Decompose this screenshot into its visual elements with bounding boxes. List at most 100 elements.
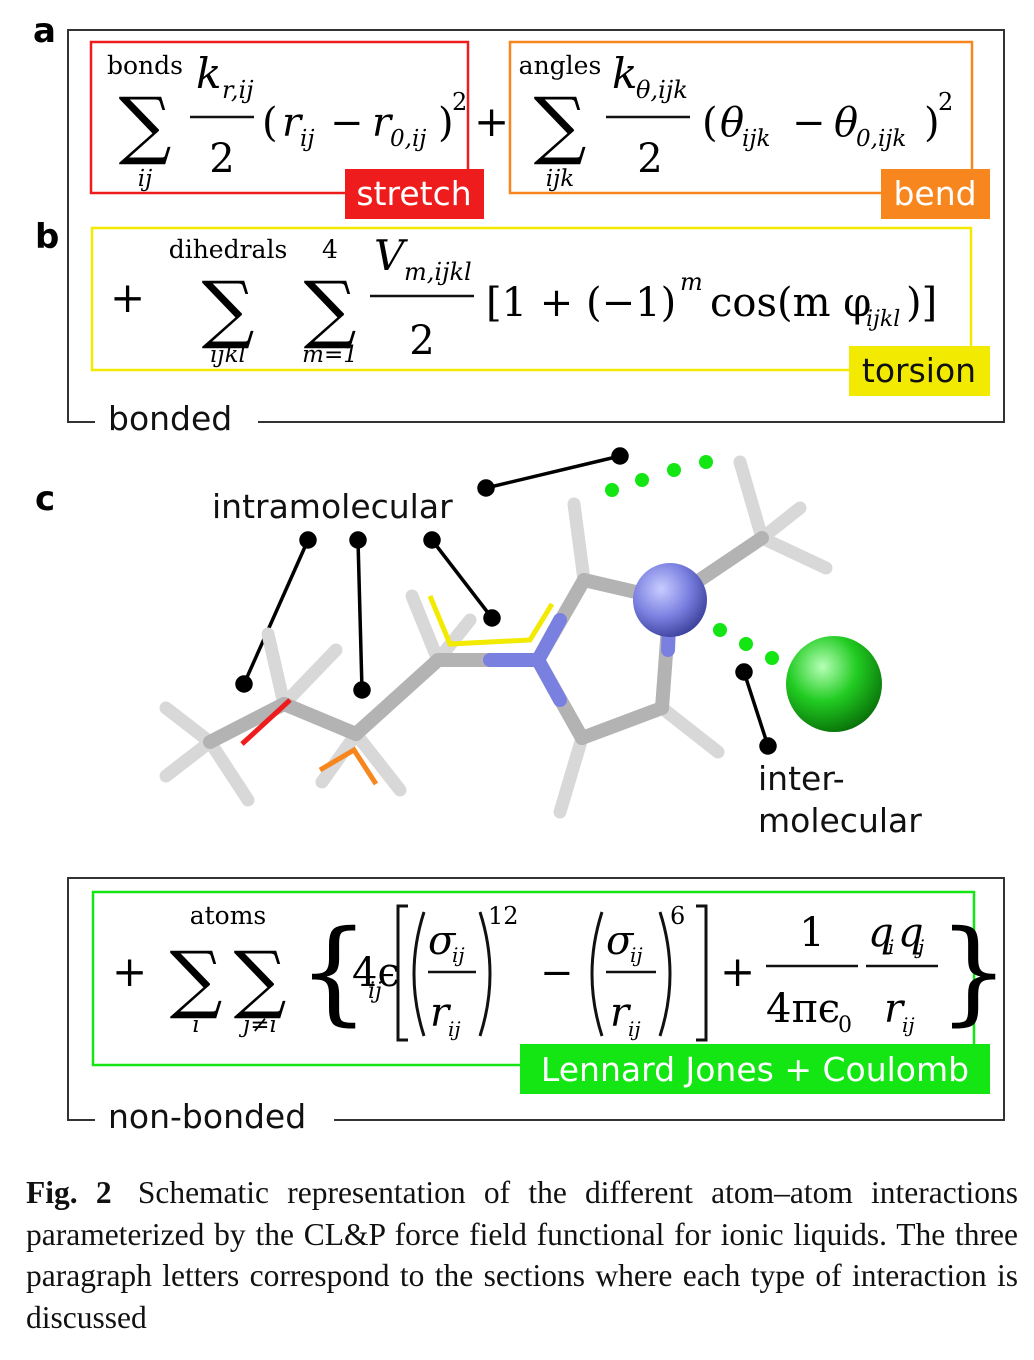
bonded-label: bonded (108, 399, 232, 438)
stretch-sum-top: bonds (107, 51, 183, 80)
panel-letter-c: c (35, 479, 55, 519)
epsilon0-sub: 0 (838, 1013, 852, 1038)
stretch-term: stretch bonds ∑ ij k r,ij 2 ( r ij − r 0… (89, 40, 484, 219)
q-i-sub: i (888, 935, 894, 959)
power-12: 12 (488, 902, 519, 930)
power-6: 6 (670, 902, 685, 930)
nitrogen-atom (633, 563, 707, 637)
stretch-k: k (196, 49, 221, 98)
bend-power: 2 (938, 88, 953, 116)
bend-theta: θ (720, 100, 744, 146)
left-brace: { (298, 907, 369, 1037)
lj-coulomb-tag (520, 1044, 990, 1094)
torsion-sum1-bottom: ijkl (210, 342, 246, 368)
intermolecular-label-line2: molecular (758, 801, 922, 840)
bend-k-sub: θ,ijk (636, 76, 688, 104)
stretch-box (89, 40, 470, 195)
torsion-V: V (374, 231, 408, 280)
right-brace: } (938, 907, 1009, 1037)
torsion-sum2-bottom: m=1 (302, 342, 358, 368)
sigma-b-sub: ij (630, 943, 643, 967)
torsion-sum2-sign: ∑ (304, 266, 357, 352)
torsion-phi-sub: ijkl (866, 307, 900, 332)
stretch-r-sub: ij (300, 126, 315, 152)
nonbonded-sum1-bottom: i (192, 1012, 199, 1038)
panel-letter-b: b (35, 217, 59, 257)
r-b-sub: ij (628, 1017, 641, 1041)
svg-text:): ) (924, 100, 940, 146)
caption-text: Schematic representation of the differen… (26, 1175, 1018, 1335)
bend-box (508, 40, 974, 195)
nonbonded-sum2-bottom: j≠i (238, 1012, 277, 1038)
stretch-r: r (282, 100, 304, 146)
bend-k: k (612, 49, 637, 98)
bend-sum-sign: ∑ (534, 82, 587, 168)
bend-theta-sub: ijk (742, 126, 770, 152)
svg-text:): ) (438, 100, 454, 146)
stretch-r0-sub: 0,ij (390, 126, 426, 152)
chloride-atom (786, 636, 882, 732)
nonbonded-frame: non-bonded (67, 877, 1005, 1136)
q-j-sub: j (914, 935, 924, 959)
four-pi-epsilon: 4πϵ (766, 986, 840, 1032)
nonbonded-sum1-sign: ∑ (170, 936, 223, 1022)
stretch-k-sub: r,ij (222, 76, 254, 104)
bend-tag-label: bend (893, 174, 976, 213)
torsion-sum1-top: dihedrals (169, 235, 288, 264)
coulomb-r-sub: ij (902, 1013, 915, 1037)
four-epsilon: 4ϵ (352, 950, 400, 996)
epsilon-sub: ij (368, 979, 382, 1004)
bend-tag (881, 169, 990, 219)
torsion-denominator: 2 (409, 318, 434, 364)
pointer-lines (235, 447, 777, 755)
nonbonded-dots (605, 455, 779, 665)
torsion-highlight (427, 595, 555, 647)
torsion-sum2-top: 4 (322, 235, 338, 264)
torsion-close: )] (906, 280, 937, 326)
stretch-r0: r (372, 100, 394, 146)
svg-text:(: ( (262, 100, 278, 146)
bend-denominator: 2 (637, 136, 662, 182)
molecule-illustration: intramolecular inter- molecular (159, 447, 922, 840)
coulomb-one: 1 (799, 910, 824, 956)
bend-theta0: θ (834, 100, 858, 146)
stretch-highlight (240, 698, 292, 746)
bend-sum-bottom: ijk (546, 166, 574, 192)
torsion-m-power: m (680, 268, 703, 296)
nonbonded-sum-top: atoms (190, 901, 267, 930)
caption-fig-label: Fig. 2 (26, 1175, 112, 1210)
q-j: q (898, 910, 924, 956)
lj-coulomb-term: Lennard Jones + Coulomb + atoms ∑ ∑ i j≠… (91, 890, 1009, 1094)
nonbonded-label: non-bonded (108, 1097, 306, 1136)
torsion-tag (849, 346, 990, 396)
svg-text:−: − (792, 100, 826, 146)
bend-term: bend angles ∑ ijk k θ,ijk 2 ( θ ijk − θ … (508, 40, 990, 219)
r-a-sub: ij (448, 1017, 461, 1041)
svg-text:(: ( (702, 100, 718, 146)
lj-coulomb-tag-label: Lennard Jones + Coulomb (541, 1050, 969, 1089)
bend-highlight (318, 746, 379, 786)
coulomb-r: r (884, 986, 906, 1032)
nonbonded-sum2-sign: ∑ (234, 936, 287, 1022)
bonded-frame: bonded (67, 29, 1005, 438)
lj-minus: − (540, 950, 574, 996)
stretch-sum-bottom: ij (138, 166, 153, 192)
panel-letter-a: a (33, 11, 56, 51)
torsion-tag-label: torsion (862, 351, 976, 390)
bend-theta0-sub: 0,ijk (856, 126, 906, 152)
bonded-plus: + (474, 97, 509, 146)
torsion-lead-plus: + (110, 273, 145, 322)
svg-text:−: − (330, 100, 364, 146)
torsion-V-sub: m,ijkl (404, 258, 472, 286)
r-b: r (610, 990, 632, 1036)
stretch-tag-label: stretch (356, 174, 471, 213)
figure-caption: Fig. 2 Schematic representation of the d… (26, 1172, 1018, 1338)
stretch-tag (345, 169, 484, 219)
stretch-sum-sign: ∑ (119, 82, 172, 168)
force-field-figure: a b c bonded stretch bonds ∑ ij k r,ij 2… (33, 11, 1009, 1136)
bend-sum-top: angles (519, 51, 602, 80)
torsion-cos: cos(m φ (710, 280, 871, 326)
torsion-sum1-sign: ∑ (202, 266, 255, 352)
torsion-term: torsion + dihedrals ∑ ijkl 4 ∑ m=1 V m,i… (90, 226, 990, 396)
sigma-a: σ (428, 918, 457, 964)
